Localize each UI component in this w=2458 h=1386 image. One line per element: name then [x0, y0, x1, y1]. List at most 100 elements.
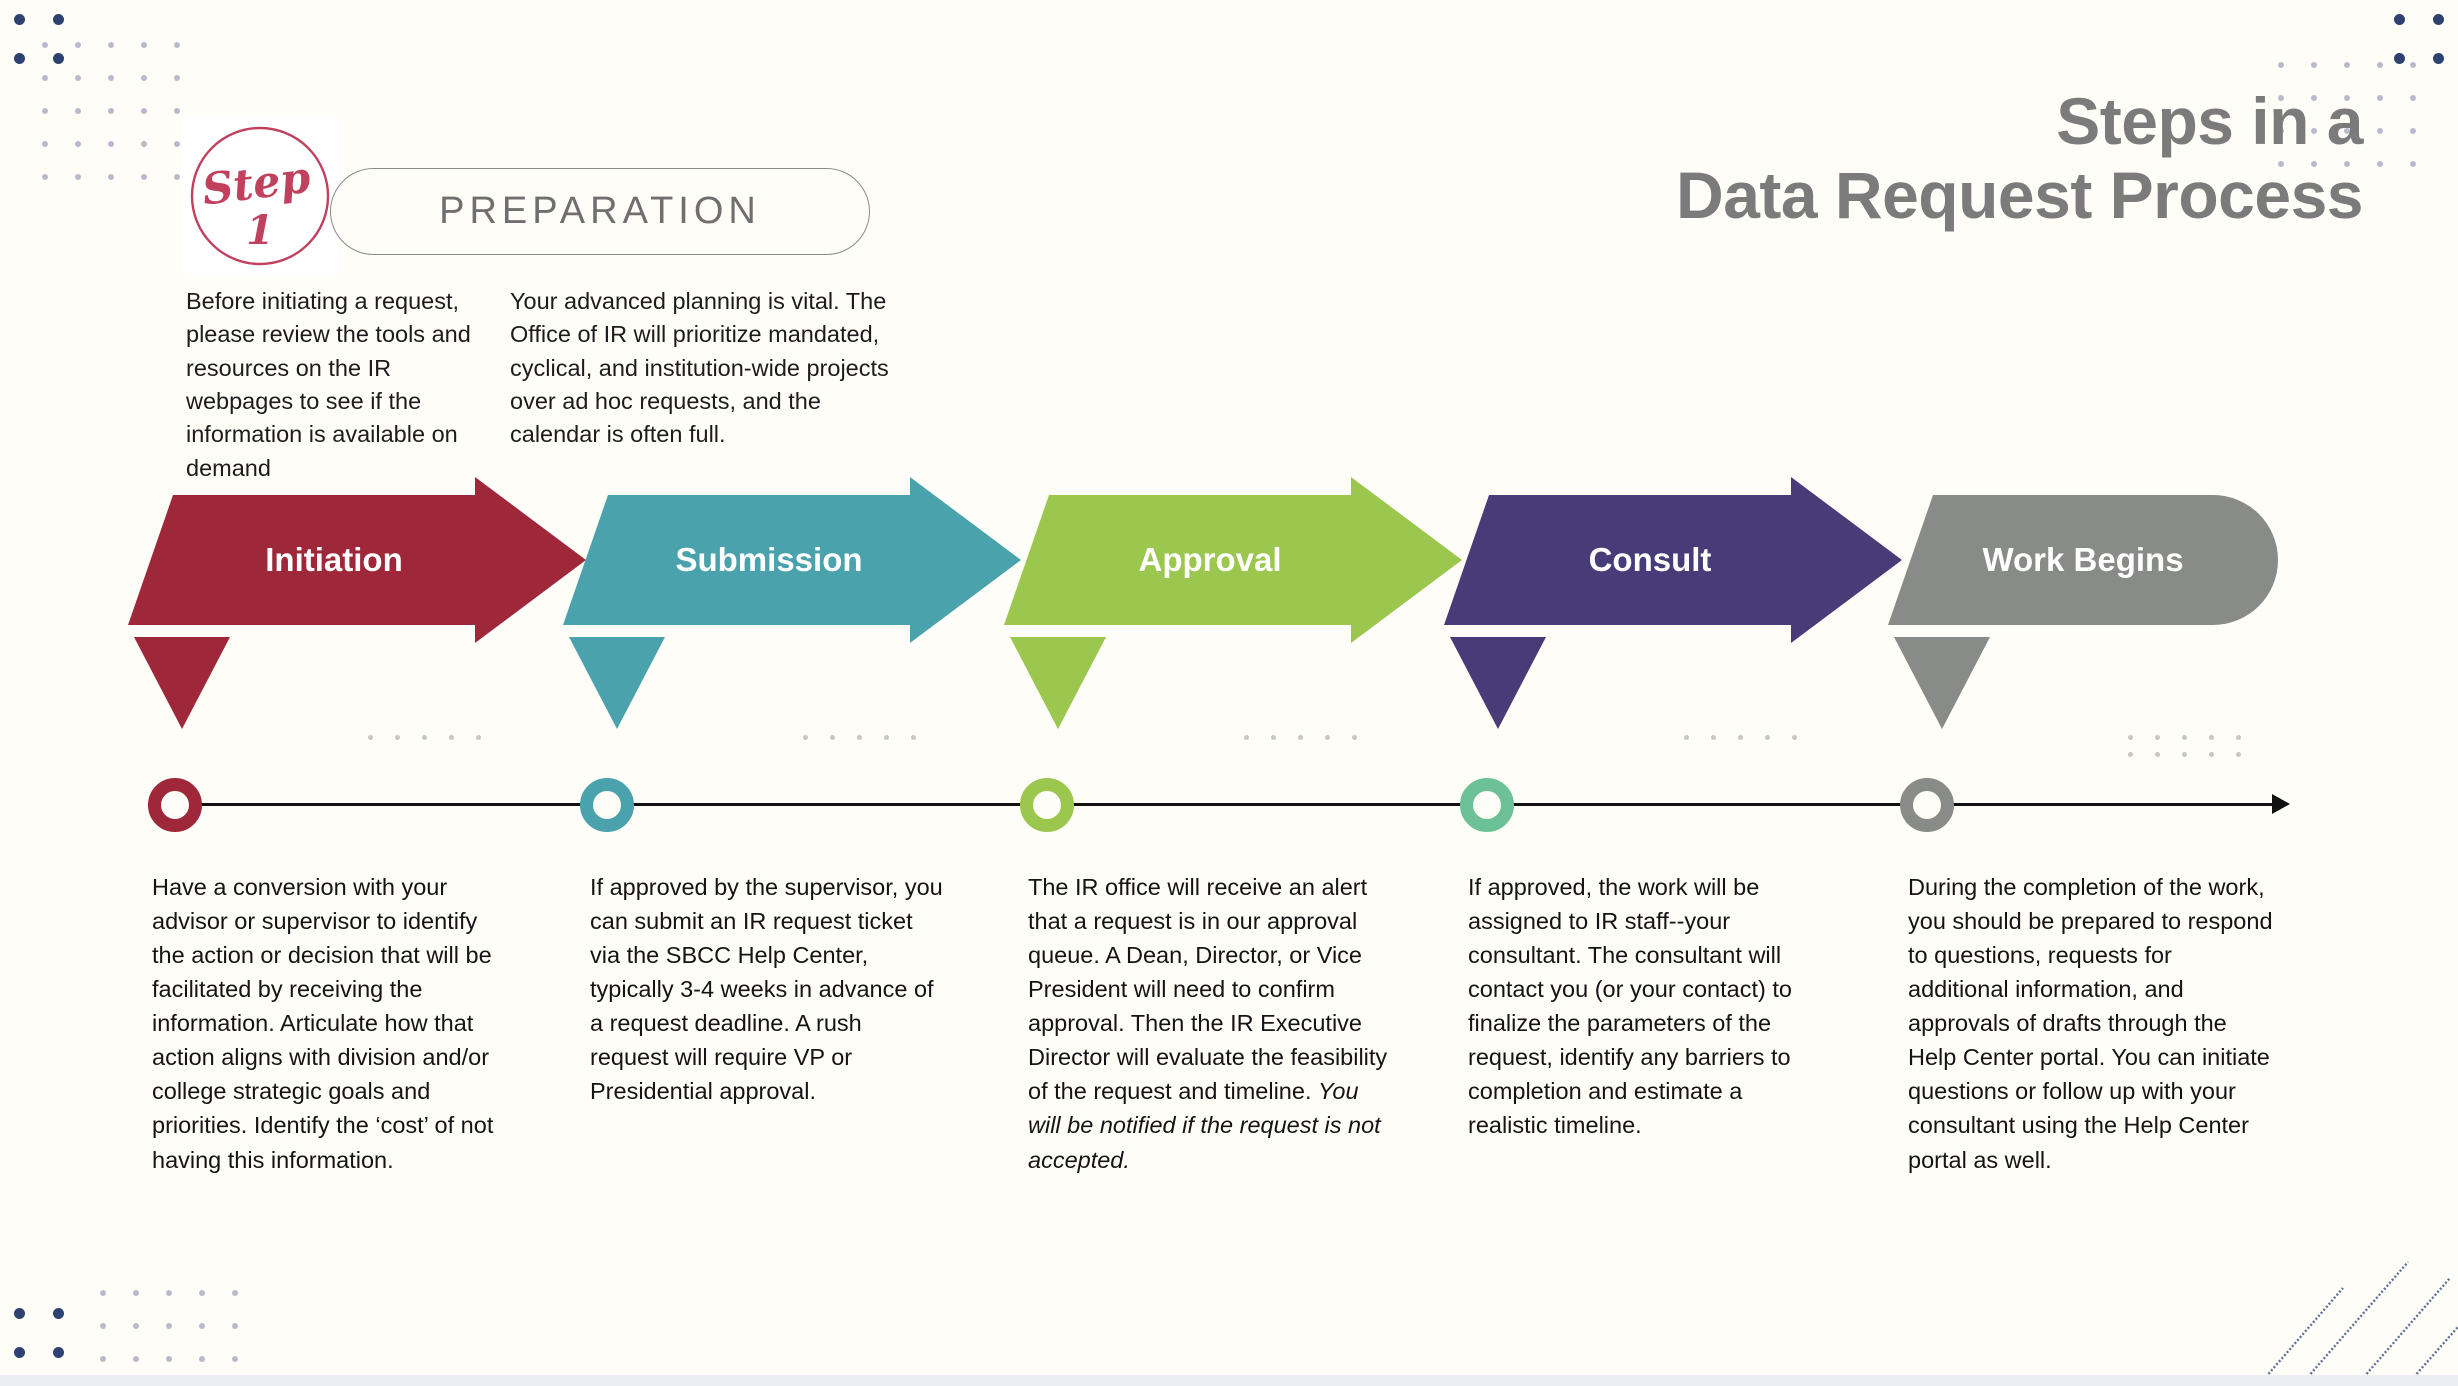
decor-dot [2209, 735, 2214, 740]
decor-mini-dots [1684, 735, 1797, 740]
decor-dot [108, 108, 114, 114]
decor-dot [2410, 95, 2416, 101]
decor-dot [803, 735, 808, 740]
decor-dot [449, 735, 454, 740]
process-arrow-consult[interactable]: Consult [1444, 477, 1906, 740]
decor-dot-navy [2433, 53, 2444, 64]
decor-dot [2278, 128, 2284, 134]
decor-dot [2128, 752, 2133, 757]
page-title-line-2: Data Request Process [1676, 157, 2363, 232]
process-arrow-work-begins[interactable]: Work Begins [1888, 495, 2308, 740]
decor-dot [75, 42, 81, 48]
decor-dot [42, 174, 48, 180]
decor-dot [2344, 62, 2350, 68]
decor-dot [75, 174, 81, 180]
decor-dot [75, 75, 81, 81]
decor-dot [2278, 161, 2284, 167]
decor-dot [1325, 735, 1330, 740]
decor-dot [2377, 161, 2383, 167]
decor-dot [2182, 735, 2187, 740]
decor-dot [2278, 62, 2284, 68]
arrow-shape [1888, 495, 2278, 625]
timeline-node-consult[interactable] [1460, 778, 1514, 832]
arrow-shape [1004, 477, 1462, 643]
decor-dot [174, 42, 180, 48]
decor-dot [2410, 161, 2416, 167]
process-timeline [0, 750, 2458, 860]
decor-dot [2278, 95, 2284, 101]
bottom-bar [0, 1375, 2458, 1386]
decor-dot [42, 141, 48, 147]
decor-dot [199, 1290, 205, 1296]
timeline-arrowhead-icon [2272, 794, 2290, 814]
process-arrow-approval[interactable]: Approval [1004, 477, 1466, 740]
decor-dot [108, 42, 114, 48]
decor-dot [2155, 735, 2160, 740]
timeline-node-approval[interactable] [1020, 778, 1074, 832]
process-arrow-initiation[interactable]: Initiation [128, 477, 590, 740]
decor-dot [911, 735, 916, 740]
arrow-down-pointer-icon [134, 637, 230, 729]
decor-dot [2311, 95, 2317, 101]
decor-dot [2311, 161, 2317, 167]
decor-dot [857, 735, 862, 740]
step-description-submission: If approved by the supervisor, you can s… [590, 874, 943, 1105]
decor-dot [2377, 95, 2383, 101]
decor-mini-dots [803, 735, 916, 740]
decor-dot [2236, 752, 2241, 757]
step-stamp-icon: Step 1 [182, 118, 338, 274]
timeline-node-initiation[interactable] [148, 778, 202, 832]
decor-dot [2410, 62, 2416, 68]
decor-dot [1244, 735, 1249, 740]
decor-dot [2344, 128, 2350, 134]
decor-dot [1684, 735, 1689, 740]
decor-dot [2236, 735, 2241, 740]
decor-dot [141, 174, 147, 180]
decor-dot-navy [14, 1347, 25, 1358]
decor-dot [166, 1290, 172, 1296]
process-arrow-submission[interactable]: Submission [563, 477, 1025, 740]
decor-dot [100, 1356, 106, 1362]
decor-dot [141, 42, 147, 48]
decor-dot [2344, 95, 2350, 101]
decor-dot [1765, 735, 1770, 740]
decor-dot [884, 735, 889, 740]
decor-dot [75, 141, 81, 147]
decor-dot-navy [2394, 14, 2405, 25]
decor-dot [1738, 735, 1743, 740]
decor-dot [199, 1356, 205, 1362]
decor-mini-dots [2128, 735, 2241, 757]
timeline-node-submission[interactable] [580, 778, 634, 832]
preparation-pill-label: PREPARATION [439, 190, 761, 232]
decor-dot [100, 1323, 106, 1329]
decor-dot [133, 1290, 139, 1296]
decor-dot [2344, 161, 2350, 167]
decor-dot-navy [2394, 53, 2405, 64]
arrow-shape [563, 477, 1021, 643]
decor-dot [2311, 128, 2317, 134]
decor-dot [133, 1356, 139, 1362]
decor-dot [100, 1290, 106, 1296]
decor-dot [2155, 752, 2160, 757]
decor-dot-navy [53, 1347, 64, 1358]
arrow-down-pointer-icon [1010, 637, 1106, 729]
arrow-shape [128, 477, 586, 643]
step-description-approval: The IR office will receive an alert that… [1028, 874, 1388, 1173]
decor-dot [141, 141, 147, 147]
decor-dots-top-right-navy [2394, 14, 2444, 64]
decor-dot [422, 735, 427, 740]
decor-dots-bottom-left-grid [100, 1290, 238, 1362]
arrow-down-pointer-icon [569, 637, 665, 729]
decor-dot [2182, 752, 2187, 757]
page-title: Steps in a Data Request Process [1676, 84, 2363, 233]
decor-dots-top-left-grid [42, 42, 180, 180]
step-description-consult: If approved, the work will be assigned t… [1468, 874, 1792, 1139]
timeline-node-work-begins[interactable] [1900, 778, 1954, 832]
step-description-emphasis: You will be notified if the request is n… [1028, 1078, 1381, 1173]
decor-dot [2209, 752, 2214, 757]
decor-dot-navy [14, 53, 25, 64]
decor-dot [2128, 735, 2133, 740]
decor-dot [174, 141, 180, 147]
decor-dot-navy [53, 1308, 64, 1319]
